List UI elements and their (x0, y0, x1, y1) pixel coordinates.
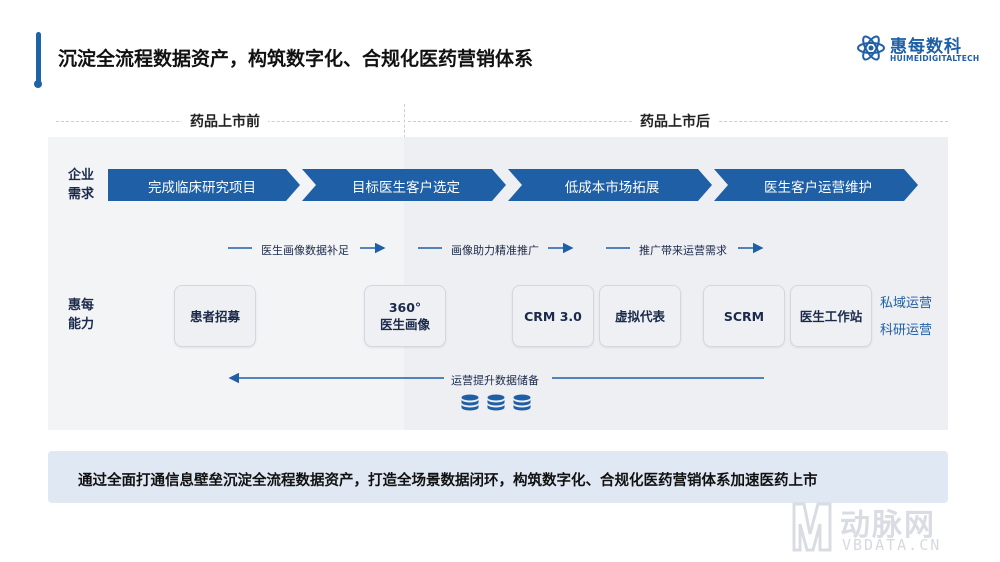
demand-chevrons (108, 169, 918, 201)
demand-step-4: 医生客户运营维护 (764, 180, 872, 196)
capability-doctor-workstation: 医生工作站 (790, 285, 872, 347)
database-icon (513, 394, 531, 411)
database-icon (461, 394, 479, 411)
page-title: 沉淀全流程数据资产，构筑数字化、合规化医药营销体系 (58, 48, 534, 70)
side-note-private-ops: 私域运营 (880, 296, 933, 311)
watermark-text-cn: 动脉网 (840, 508, 936, 543)
demand-chevron-1 (108, 169, 300, 201)
capability-doctor-profile: 360° 医生画像 (364, 285, 446, 347)
watermark-text-en: VBDATA.CN (842, 536, 942, 554)
flow-label-3: 推广带来运营需求 (639, 244, 727, 257)
capability-crm: CRM 3.0 (512, 285, 594, 347)
database-icon (487, 394, 505, 411)
demand-chevron-4 (714, 169, 918, 201)
logo-text-cn: 惠每数科 (890, 37, 962, 57)
demand-step-2: 目标医生客户选定 (352, 180, 460, 196)
capability-patient-recruitment: 患者招募 (174, 285, 256, 347)
company-logo: 惠每数科 HUIMEIDIGITALTECH (856, 30, 979, 70)
demand-step-3: 低成本市场拓展 (564, 180, 660, 196)
capability-scrm: SCRM (703, 285, 785, 347)
flow-label-2: 画像助力精准推广 (451, 244, 539, 257)
atom-logo-icon (857, 35, 885, 61)
watermark: 动脉网 VBDATA.CN (790, 500, 990, 558)
flow-label-1: 医生画像数据补足 (261, 244, 349, 257)
phase-label-before: 药品上市前 (182, 111, 268, 131)
title-accent-bar (36, 32, 41, 84)
summary-text: 通过全面打通信息壁垒沉淀全流程数据资产，打造全场景数据闭环，构筑数字化、合规化医… (78, 473, 818, 489)
feedback-label: 运营提升数据储备 (451, 374, 539, 387)
phase-label-after: 药品上市后 (632, 111, 718, 131)
logo-text-en: HUIMEIDIGITALTECH (890, 54, 980, 63)
watermark-logo-icon (792, 502, 832, 552)
demand-chevron-2 (302, 169, 506, 201)
title-accent-dot (34, 80, 42, 88)
summary-banner (48, 451, 948, 503)
row-label-demand: 企业 需求 (68, 168, 95, 202)
demand-chevron-3 (508, 169, 712, 201)
capability-virtual-rep: 虚拟代表 (599, 285, 681, 347)
side-note-research-ops: 科研运营 (880, 323, 933, 338)
demand-step-1: 完成临床研究项目 (148, 180, 256, 196)
row-label-capability: 惠每 能力 (68, 298, 95, 332)
